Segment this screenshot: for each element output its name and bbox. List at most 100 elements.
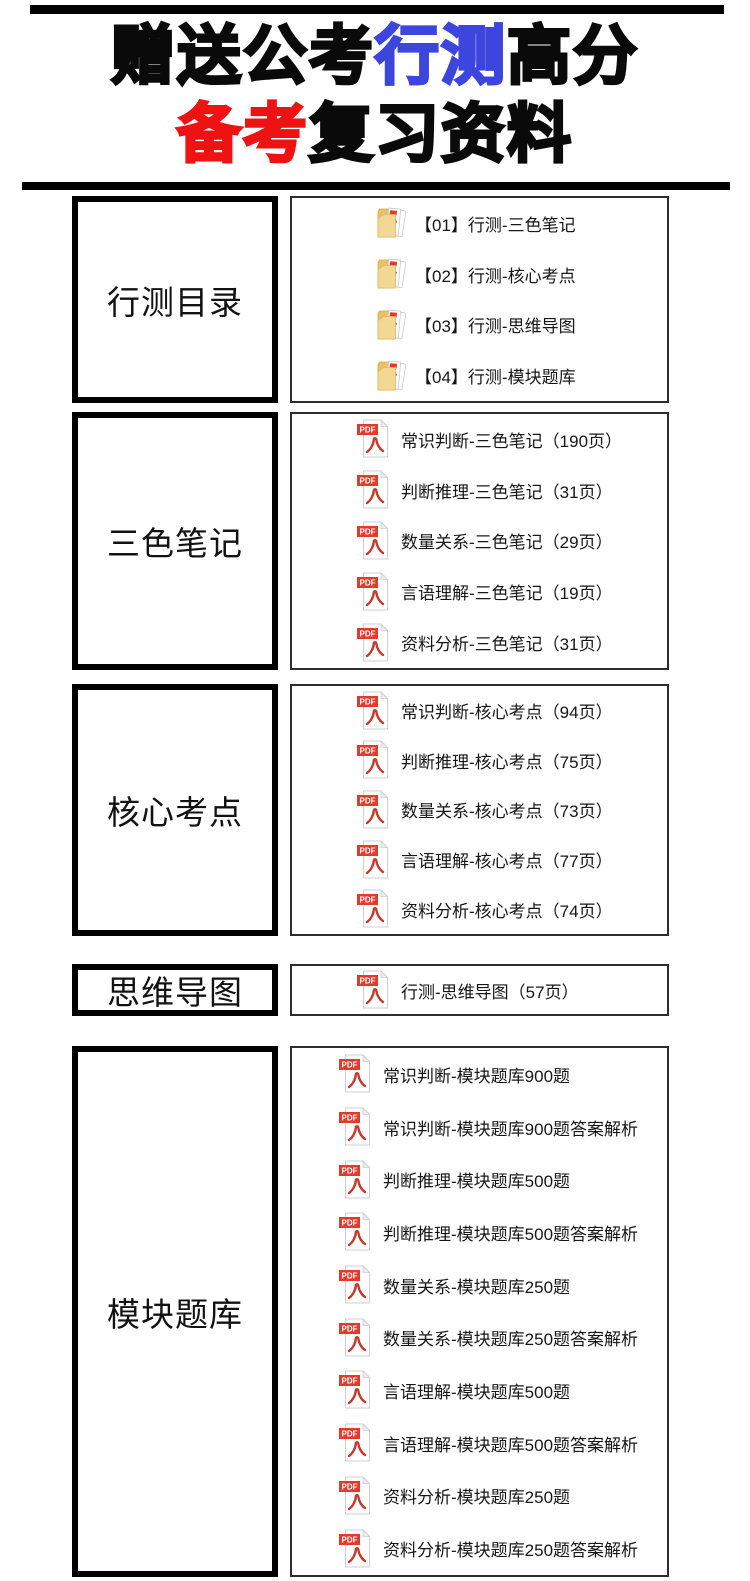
svg-text:PDF: PDF (360, 796, 376, 805)
section-label-box: 思维导图 (72, 964, 278, 1016)
pdf-file-icon: PDF (356, 690, 392, 732)
svg-text:PDF: PDF (360, 697, 376, 706)
pdf-file-row[interactable]: PDF 资料分析-模块题库250题 (338, 1475, 570, 1517)
svg-text:PDF: PDF (342, 1271, 358, 1280)
sections-container: 行测目录 【01】行测-三色笔记 (0, 190, 750, 1577)
pdf-file-row[interactable]: PDF 言语理解-模块题库500题 (338, 1369, 570, 1411)
pdf-file-row[interactable]: PDF 言语理解-核心考点（77页） (356, 839, 613, 881)
title-highlight-blue: 行测 (374, 19, 507, 96)
top-divider-bar (30, 5, 724, 14)
pdf-file-icon: PDF (356, 622, 392, 664)
pdf-file-icon: PDF (338, 1422, 374, 1464)
pdf-file-row[interactable]: PDF 常识判断-核心考点（94页） (356, 690, 613, 732)
pdf-file-icon: PDF (338, 1317, 374, 1359)
pdf-file-icon: PDF (356, 418, 392, 460)
pdf-file-icon: PDF (338, 1369, 374, 1411)
svg-text:PDF: PDF (360, 976, 376, 985)
svg-text:PDF: PDF (342, 1377, 358, 1386)
folder-item-label: 【04】行测-模块题库 (415, 368, 576, 388)
file-item-label: 判断推理-模块题库500题 (383, 1172, 571, 1192)
section-catalog: 行测目录 【01】行测-三色笔记 (72, 196, 750, 403)
folder-item-label: 【03】行测-思维导图 (415, 317, 576, 337)
pdf-file-icon: PDF (356, 888, 392, 930)
section-label: 三色笔记 (107, 527, 243, 563)
pdf-file-icon: PDF (356, 571, 392, 613)
pdf-file-row[interactable]: PDF 判断推理-核心考点（75页） (356, 739, 613, 781)
pdf-file-row[interactable]: PDF 资料分析-核心考点（74页） (356, 888, 613, 930)
svg-text:PDF: PDF (342, 1113, 358, 1122)
section-core-points: 核心考点 PDF 常识判断-核心考点（94页） PDF 判断推理-核心考 (72, 684, 750, 936)
pdf-file-row[interactable]: PDF 数量关系-模块题库250题答案解析 (338, 1317, 638, 1359)
svg-text:PDF: PDF (342, 1482, 358, 1491)
file-item-label: 常识判断-核心考点（94页） (401, 703, 613, 723)
svg-text:PDF: PDF (360, 476, 376, 485)
section-items-box: PDF 行测-思维导图（57页） (290, 964, 669, 1016)
pdf-file-row[interactable]: PDF 常识判断-三色笔记（190页） (356, 418, 622, 460)
section-mind-map: 思维导图 PDF 行测-思维导图（57页） (72, 964, 750, 1016)
pdf-file-row[interactable]: PDF 常识判断-模块题库900题答案解析 (338, 1106, 638, 1148)
section-label-box: 行测目录 (72, 196, 278, 403)
svg-text:PDF: PDF (342, 1219, 358, 1228)
folder-pdf-icon (376, 257, 406, 291)
pdf-file-icon: PDF (338, 1475, 374, 1517)
pdf-file-row[interactable]: PDF 资料分析-三色笔记（31页） (356, 622, 613, 664)
pdf-file-icon: PDF (356, 739, 392, 781)
folder-pdf-icon (376, 359, 406, 393)
pdf-file-icon: PDF (356, 469, 392, 511)
svg-text:PDF: PDF (360, 578, 376, 587)
file-item-label: 判断推理-核心考点（75页） (401, 752, 613, 772)
file-item-label: 常识判断-模块题库900题 (383, 1066, 571, 1086)
pdf-file-row[interactable]: PDF 行测-思维导图（57页） (356, 969, 579, 1011)
pdf-file-row[interactable]: PDF 数量关系-核心考点（73页） (356, 789, 613, 831)
file-item-label: 常识判断-三色笔记（190页） (401, 431, 623, 451)
svg-text:PDF: PDF (342, 1535, 358, 1544)
folder-item-row[interactable]: 【01】行测-三色笔记 (376, 206, 576, 240)
pdf-file-icon: PDF (338, 1053, 374, 1095)
section-question-bank: 模块题库 PDF 常识判断-模块题库900题 PDF 常识判断-模块题库 (72, 1046, 750, 1577)
title-line-1: 赠送公考行测高分 (0, 18, 750, 96)
pdf-file-row[interactable]: PDF 判断推理-三色笔记（31页） (356, 469, 613, 511)
section-items-box: PDF 常识判断-核心考点（94页） PDF 判断推理-核心考点（75页） PD… (290, 684, 669, 936)
pdf-file-row[interactable]: PDF 数量关系-三色笔记（29页） (356, 520, 613, 562)
file-item-label: 资料分析-核心考点（74页） (401, 901, 613, 921)
section-label: 行测目录 (107, 285, 243, 322)
file-item-label: 行测-思维导图（57页） (401, 982, 579, 1002)
file-item-label: 言语理解-三色笔记（19页） (401, 584, 613, 604)
file-item-label: 言语理解-模块题库500题 (383, 1382, 571, 1402)
section-label: 模块题库 (107, 1297, 243, 1334)
file-item-label: 资料分析-模块题库250题答案解析 (383, 1541, 639, 1561)
title-text: 赠送公考 (110, 19, 375, 96)
pdf-file-row[interactable]: PDF 言语理解-三色笔记（19页） (356, 571, 613, 613)
file-item-label: 资料分析-模块题库250题 (383, 1488, 571, 1508)
file-item-label: 数量关系-三色笔记（29页） (401, 533, 613, 553)
section-items-box: PDF 常识判断-模块题库900题 PDF 常识判断-模块题库900题答案解析 … (290, 1046, 669, 1577)
file-item-label: 资料分析-三色笔记（31页） (401, 635, 613, 655)
svg-text:PDF: PDF (360, 747, 376, 756)
svg-text:PDF: PDF (342, 1061, 358, 1070)
pdf-file-icon: PDF (338, 1106, 374, 1148)
pdf-file-icon: PDF (356, 789, 392, 831)
page-title: 赠送公考行测高分 备考复习资料 (0, 14, 750, 174)
pdf-file-icon: PDF (338, 1159, 374, 1201)
title-highlight-red: 备考 (176, 97, 309, 174)
pdf-file-row[interactable]: PDF 资料分析-模块题库250题答案解析 (338, 1528, 638, 1570)
pdf-file-row[interactable]: PDF 言语理解-模块题库500题答案解析 (338, 1422, 638, 1464)
folder-item-row[interactable]: 【04】行测-模块题库 (376, 359, 576, 393)
section-items-box: 【01】行测-三色笔记 【02】行测-核心考点 (290, 196, 669, 403)
file-item-label: 数量关系-模块题库250题答案解析 (383, 1330, 639, 1350)
section-items-box: PDF 常识判断-三色笔记（190页） PDF 判断推理-三色笔记（31页） P… (290, 412, 669, 670)
pdf-file-icon: PDF (338, 1264, 374, 1306)
folder-item-row[interactable]: 【03】行测-思维导图 (376, 308, 576, 342)
pdf-file-row[interactable]: PDF 判断推理-模块题库500题答案解析 (338, 1211, 638, 1253)
folder-item-row[interactable]: 【02】行测-核心考点 (376, 257, 576, 291)
pdf-file-row[interactable]: PDF 常识判断-模块题库900题 (338, 1053, 570, 1095)
pdf-file-row[interactable]: PDF 判断推理-模块题库500题 (338, 1159, 570, 1201)
svg-text:PDF: PDF (360, 527, 376, 536)
file-item-label: 数量关系-模块题库250题 (383, 1277, 571, 1297)
pdf-file-row[interactable]: PDF 数量关系-模块题库250题 (338, 1264, 570, 1306)
pdf-file-icon: PDF (338, 1211, 374, 1253)
folder-item-label: 【01】行测-三色笔记 (415, 215, 576, 235)
section-label: 思维导图 (107, 976, 243, 1012)
title-text: 高分 (506, 19, 639, 96)
